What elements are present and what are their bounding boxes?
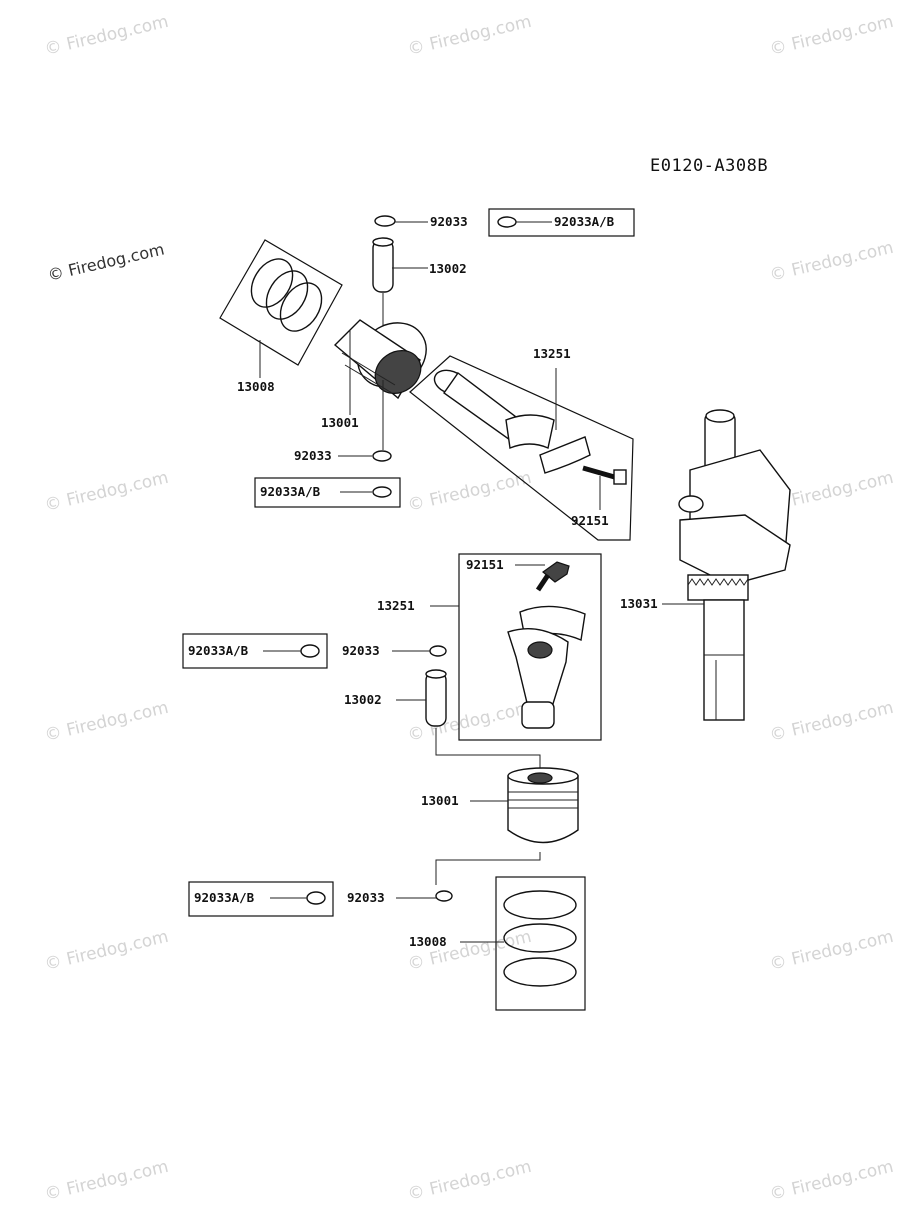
connecting-rod-part xyxy=(430,605,586,729)
part-number-label: 92033A/B xyxy=(194,890,255,905)
part-number-label: 13031 xyxy=(620,596,658,611)
rod-bolt-part xyxy=(515,561,570,592)
circlip-part xyxy=(392,645,447,657)
part-number-label: 13002 xyxy=(344,692,382,707)
part-number-label: 92033 xyxy=(347,890,385,905)
part-number-label: 92151 xyxy=(466,557,504,572)
part-number-label: 13008 xyxy=(409,934,447,949)
circlip-part xyxy=(263,644,320,658)
crankshaft-part xyxy=(662,409,791,721)
part-number-label: 92033A/B xyxy=(188,643,249,658)
conrod-box xyxy=(458,553,602,741)
part-number-label: 92033 xyxy=(430,214,468,229)
circlip-set-box xyxy=(488,208,635,237)
part-number-label: 92033A/B xyxy=(554,214,615,229)
part-number-label: 13251 xyxy=(533,346,571,361)
piston-ring-part xyxy=(460,890,577,987)
part-number-label: 92151 xyxy=(571,513,609,528)
part-number-label: 13002 xyxy=(429,261,467,276)
part-number-label: 13001 xyxy=(321,415,359,430)
rod-bolt-part xyxy=(582,465,627,510)
circlip-set-box xyxy=(188,881,334,917)
part-number-label: 92033A/B xyxy=(260,484,321,499)
ring-set-box xyxy=(219,239,343,366)
part-number-label: 13251 xyxy=(377,598,415,613)
circlip-part xyxy=(338,450,392,462)
piston-part xyxy=(470,767,579,844)
part-number-label: 13001 xyxy=(421,793,459,808)
part-number-label: 92033 xyxy=(294,448,332,463)
leader-line xyxy=(435,852,541,885)
circlip-set-box xyxy=(254,477,401,508)
circlip-part xyxy=(340,486,392,498)
circlip-set-box xyxy=(182,633,328,669)
circlip-part xyxy=(497,216,552,228)
connecting-rod-part xyxy=(433,368,591,474)
piston-pin-part xyxy=(372,237,428,332)
piston-ring-part xyxy=(250,258,323,378)
diagram-code: E0120-A308B xyxy=(650,156,769,176)
piston-pin-part xyxy=(396,669,541,772)
piston-part xyxy=(333,319,427,450)
part-number-label: 13008 xyxy=(237,379,275,394)
circlip-part xyxy=(270,891,326,905)
part-number-label: 92033 xyxy=(342,643,380,658)
circlip-part xyxy=(396,890,453,902)
circlip-part xyxy=(374,215,428,227)
conrod-box xyxy=(409,355,634,541)
ring-set-box xyxy=(495,876,586,1011)
